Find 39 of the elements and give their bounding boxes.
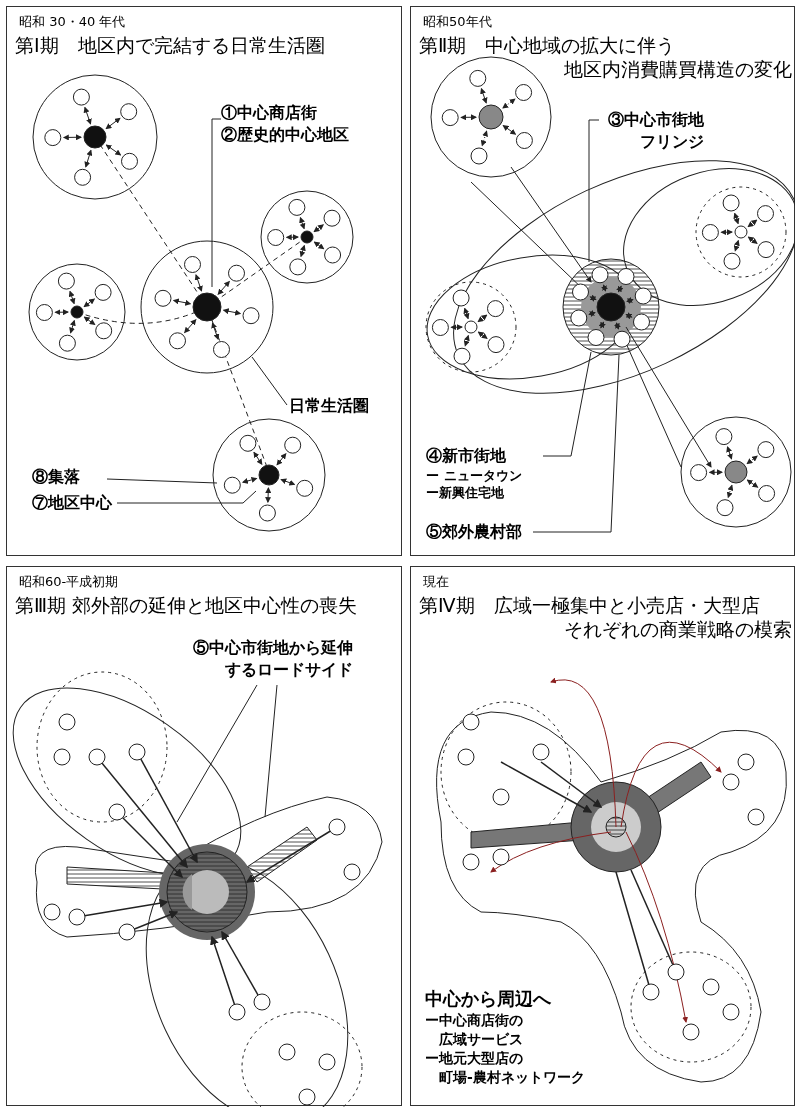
leader-line (106, 478, 218, 484)
note-text: ー中心商店街の (425, 1011, 524, 1030)
period-label: 昭和60-平成初期 (19, 573, 119, 591)
callout-text: ー ニュータウン (426, 467, 522, 484)
callout-text: ⑧集落 (32, 466, 80, 488)
leader-line (251, 356, 288, 406)
panel-frame (410, 566, 795, 1106)
panel-frame (410, 6, 795, 556)
callout-text: ①中心商店街 (221, 102, 318, 124)
callout-text: ④新市街地 (426, 445, 507, 467)
panel-title: 地区内消費購買構造の変化 (563, 57, 792, 81)
leader-line (176, 684, 258, 823)
note-text: ー地元大型店の (425, 1049, 524, 1068)
callout-text: ②歴史的中心地区 (221, 124, 349, 146)
period-label: 現在 (423, 573, 449, 591)
leader-line (588, 119, 600, 263)
panel-title: 第Ⅲ期 郊外部の延伸と地区中心性の喪失 (15, 593, 359, 617)
leader-line (532, 354, 620, 533)
note-heading: 中心から周辺へ (425, 987, 552, 1011)
panel-title: 第Ⅳ期 広域一極集中と小売店・大型店 (419, 593, 761, 617)
panel-frame (6, 566, 402, 1106)
panel-title: それぞれの商業戦略の模索 (563, 617, 792, 641)
callout-text: ー新興住宅地 (426, 484, 505, 501)
callout-text: 日常生活圏 (289, 395, 369, 417)
callout-text: ⑤中心市街地から延伸するロードサイド (192, 637, 354, 681)
panel-title: 第Ⅱ期 中心地域の拡大に伴う (419, 33, 677, 57)
leader-line (116, 490, 257, 504)
leader-line (211, 118, 222, 288)
leader-line (542, 351, 592, 457)
note-text: 広域サービス (438, 1030, 524, 1049)
note-text: 町場-農村ネットワーク (438, 1068, 585, 1087)
panel-title: 第Ⅰ期 地区内で完結する日常生活圏 (15, 33, 326, 57)
callout-text: ⑤郊外農村部 (426, 521, 522, 543)
callout-text: ⑦地区中心 (32, 492, 112, 514)
period-label: 昭和 30・40 年代 (19, 13, 126, 31)
period-label: 昭和50年代 (423, 13, 492, 31)
callout-text: ③中心市街地フリンジ (606, 109, 704, 153)
panel-frame (6, 6, 402, 556)
leader-line (264, 684, 278, 818)
